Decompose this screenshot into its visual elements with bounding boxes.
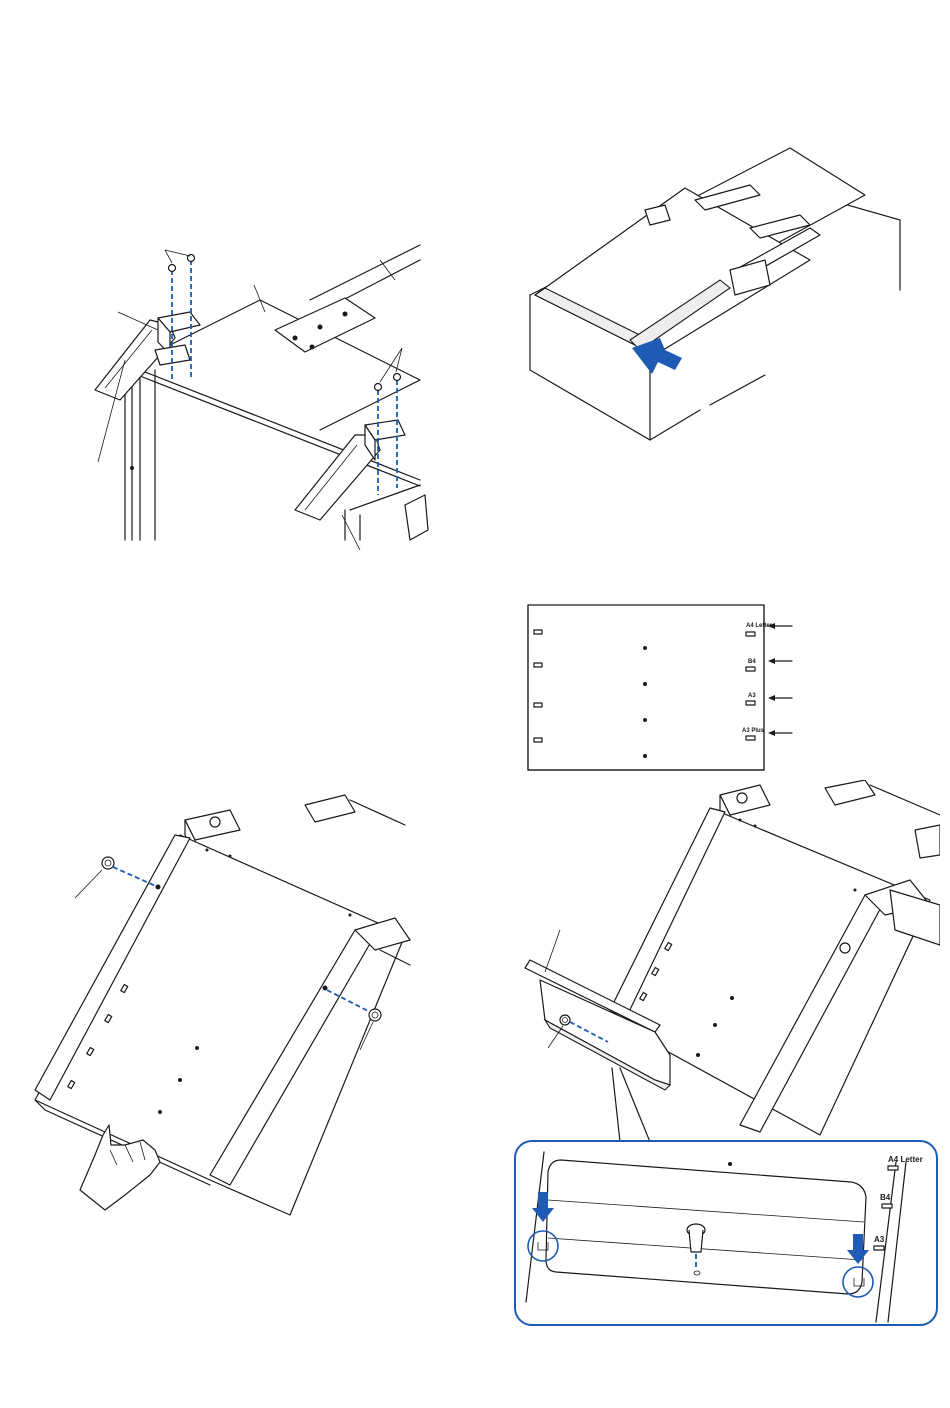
detail-callout: A4 Letter B4 A3 (514, 1140, 938, 1326)
paper-mark-b4: B4 (748, 659, 756, 665)
step-3-tilt-tray (25, 790, 415, 1220)
arrow-b4 (768, 658, 792, 664)
step-2-slide-tray (520, 140, 910, 450)
arrow-a3-plus (768, 730, 792, 736)
paper-mark-a3-plus: A3 Plus (742, 728, 765, 734)
paper-size-scale: A4 Letter B4 A3 A3 Plus (520, 600, 800, 775)
down-arrow-icon (532, 1192, 554, 1222)
step-1-bracket-assembly (80, 230, 440, 550)
detail-mark-a4-letter: A4 Letter (888, 1155, 923, 1164)
detail-mark-a3: A3 (874, 1235, 885, 1244)
paper-mark-a3: A3 (748, 693, 756, 699)
arrow-a3 (768, 695, 792, 701)
detail-mark-b4: B4 (880, 1193, 891, 1202)
step-4-side-guide (520, 780, 940, 1140)
right-peg-highlight (843, 1267, 873, 1297)
